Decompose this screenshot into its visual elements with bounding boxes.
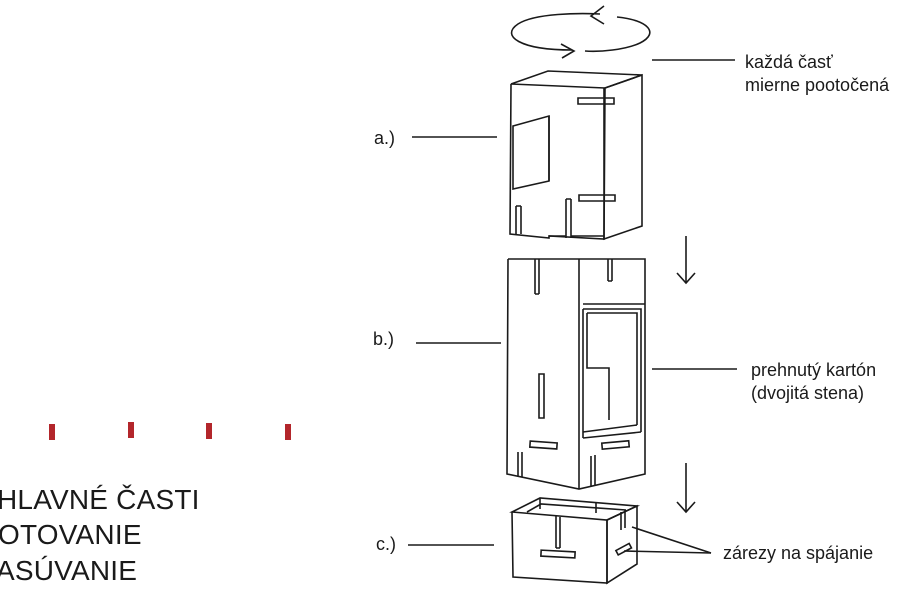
- down-arrow-icon: [677, 236, 695, 512]
- part-label-b: b.): [373, 329, 395, 349]
- red-marker-2: [128, 422, 134, 438]
- red-marker-3: [206, 423, 212, 439]
- annotation-fold-line1: prehnutý kartón: [751, 360, 877, 380]
- part-b-module: [507, 259, 645, 489]
- leader-slots-1: [632, 527, 711, 553]
- leader-slots-2: [624, 551, 711, 553]
- part-label-a: a.): [374, 128, 396, 148]
- annotation-rotation-line1: každá časť: [745, 52, 833, 72]
- annotation-rotation-line2: mierne pootočená: [745, 75, 890, 95]
- part-c-module: [512, 498, 637, 583]
- red-marker-1: [49, 424, 55, 440]
- annotation-fold-line2: (dvojitá stena): [751, 383, 865, 403]
- left-heading-rotation: OTOVANIE: [0, 519, 142, 550]
- part-a-module: [510, 71, 642, 239]
- left-heading-insertion: ASÚVANIE: [0, 555, 138, 586]
- part-label-c: c.): [376, 534, 396, 554]
- left-heading-main-parts: HLAVNÉ ČASTI: [0, 484, 200, 515]
- annotation-slots: zárezy na spájanie: [723, 543, 874, 563]
- rotate-arrows-icon: [512, 6, 650, 58]
- red-marker-4: [285, 424, 291, 440]
